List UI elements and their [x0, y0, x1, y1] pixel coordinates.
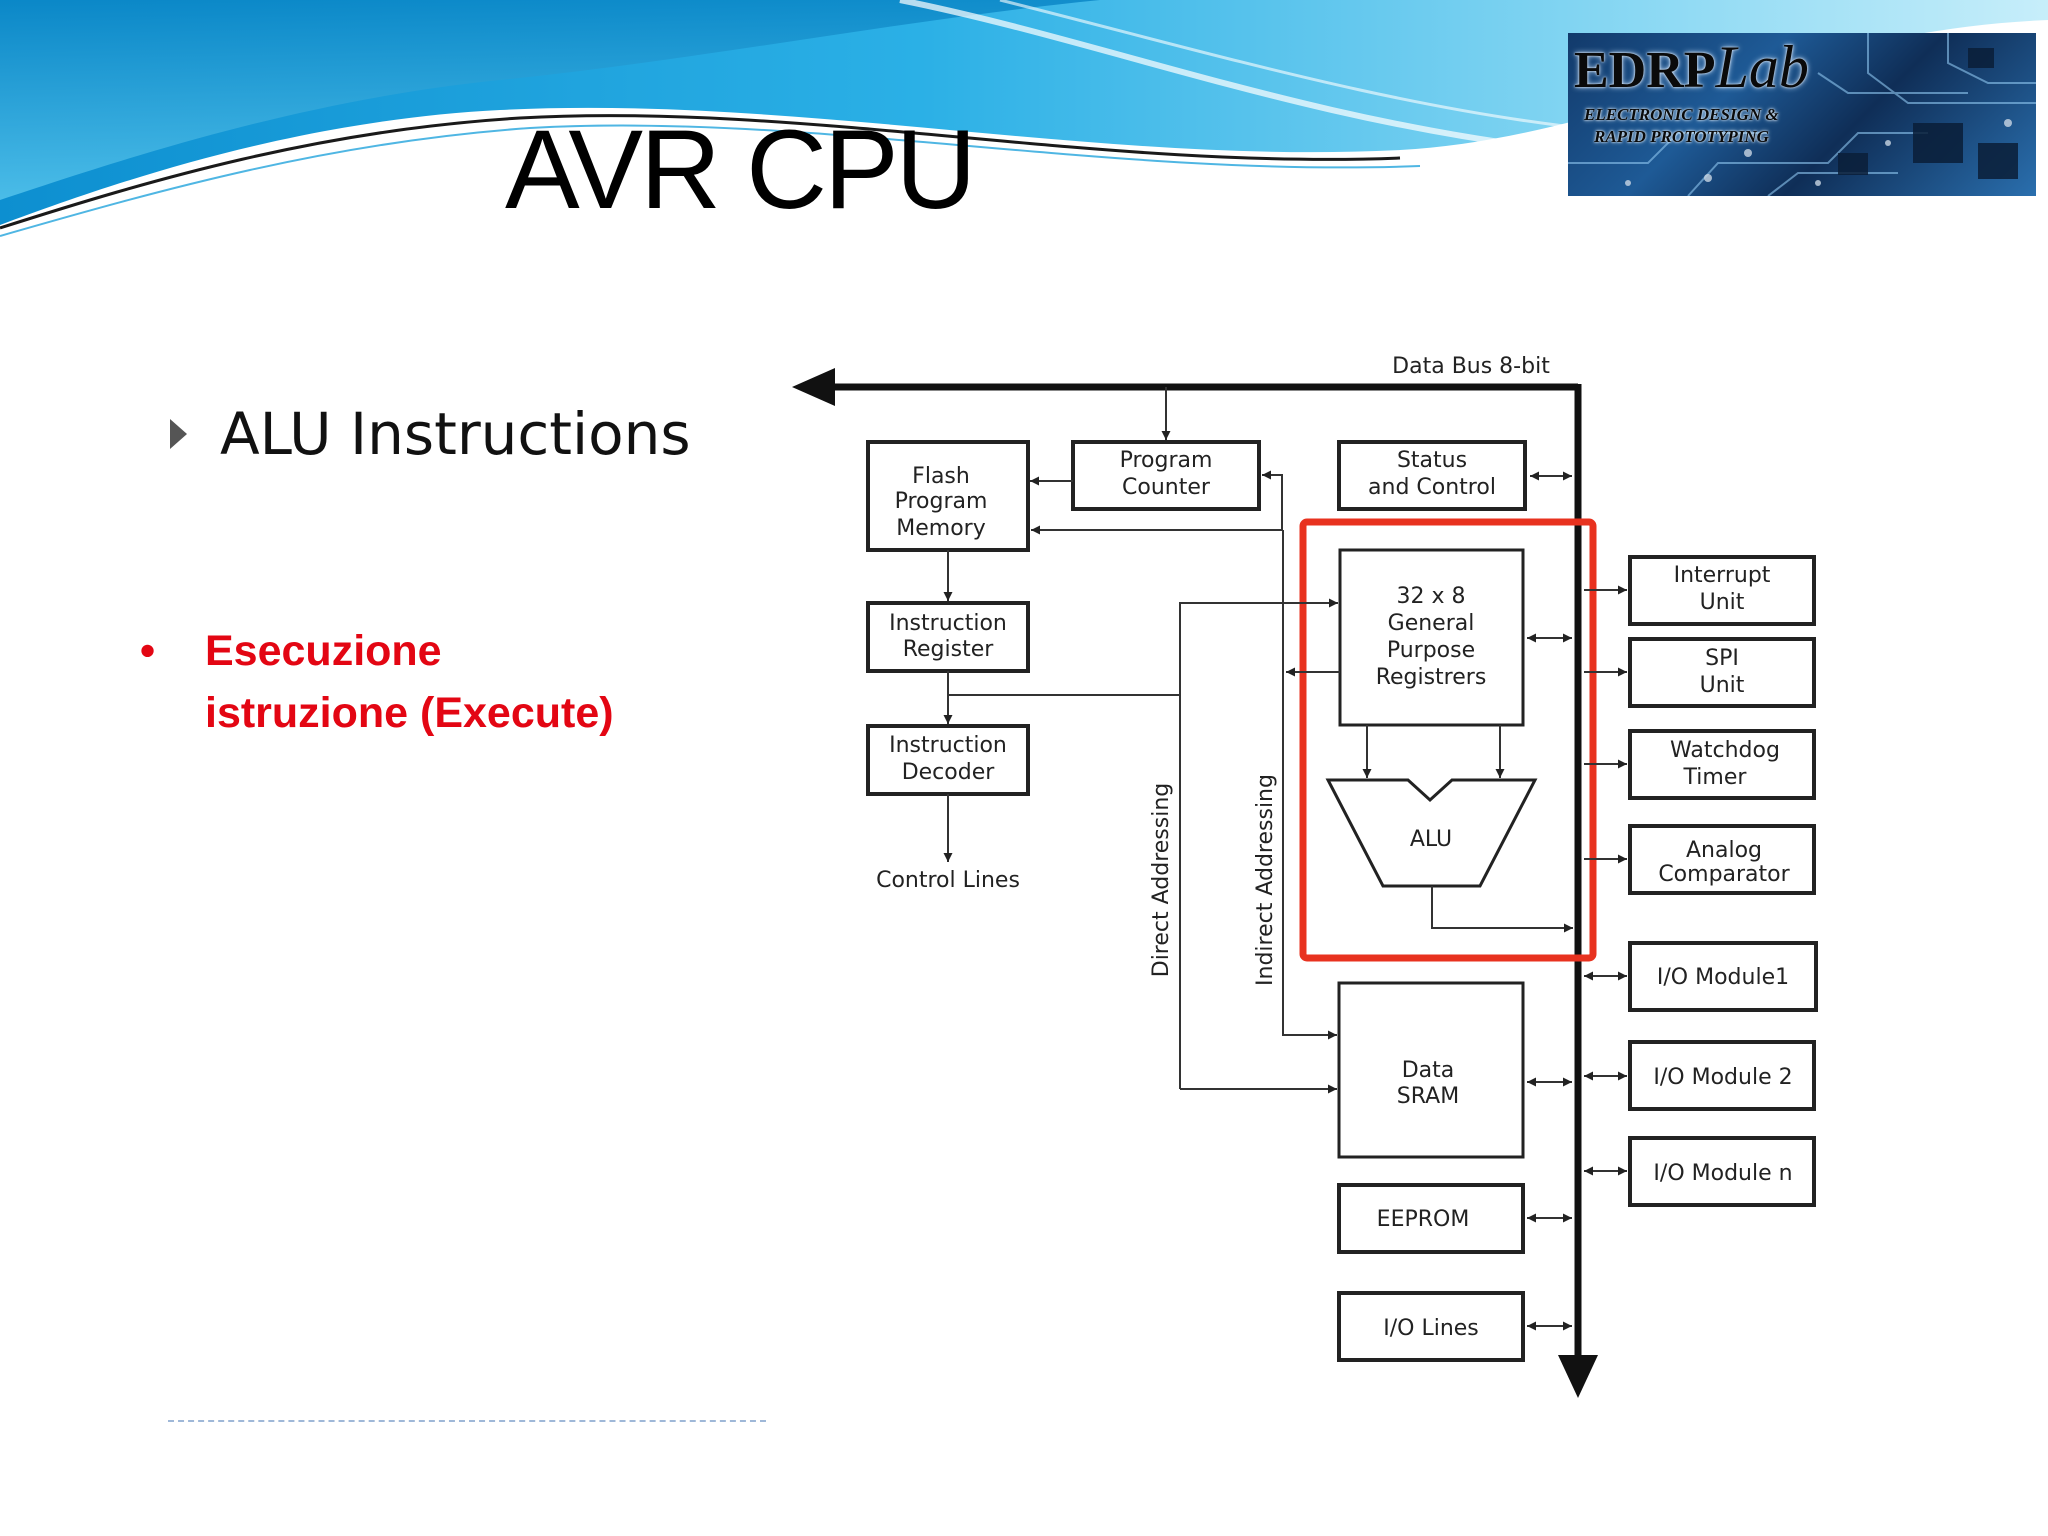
instruction-register-block: Instruction Register [866, 601, 1030, 673]
svg-text:EEPROM: EEPROM [1377, 1207, 1470, 1232]
flash-program-memory-block: Flash Program Memory [866, 440, 1030, 552]
bus-arrow-left-icon [792, 368, 835, 406]
header-wave-background [0, 0, 2048, 237]
svg-text:Memory: Memory [896, 516, 985, 541]
slide-title: AVR CPU [505, 107, 977, 232]
program-counter-block: Program Counter [1071, 440, 1261, 511]
status-and-control-block: Status and Control [1337, 440, 1527, 511]
control-lines-label: Control Lines [876, 868, 1020, 893]
io-module-n-block: I/O Module n [1628, 1136, 1816, 1207]
bullet-line-1: Esecuzione [205, 627, 442, 675]
svg-text:Instruction: Instruction [889, 733, 1007, 758]
indirect-addressing-label: Indirect Addressing [1253, 774, 1278, 986]
bus-arrow-down-icon [1558, 1355, 1598, 1398]
svg-text:Counter: Counter [1122, 475, 1211, 500]
svg-text:Decoder: Decoder [902, 760, 996, 785]
svg-text:Unit: Unit [1700, 590, 1745, 615]
instruction-decoder-block: Instruction Decoder [866, 724, 1030, 796]
io-module1-block: I/O Module1 [1628, 941, 1818, 1012]
svg-text:Flash: Flash [912, 464, 970, 489]
svg-text:Purpose: Purpose [1387, 638, 1475, 663]
edrplab-logo: EDRPLab ELECTRONIC DESIGN & RAPID PROTOT… [1568, 33, 2036, 196]
svg-text:I/O Module1: I/O Module1 [1657, 965, 1789, 990]
spi-unit-block: SPI Unit [1628, 637, 1816, 708]
svg-text:Interrupt: Interrupt [1674, 563, 1771, 588]
general-purpose-registers-block: 32 x 8 General Purpose Registrers [1338, 548, 1525, 727]
bullet-dot-icon: • [140, 627, 156, 675]
svg-text:ALU: ALU [1410, 827, 1452, 852]
svg-text:Status: Status [1397, 448, 1467, 473]
data-sram-block: Data SRAM [1337, 981, 1525, 1159]
svg-text:SPI: SPI [1705, 646, 1739, 671]
svg-text:Program: Program [1120, 448, 1213, 473]
bullet-text: Esecuzione istruzione (Execute) [205, 620, 705, 744]
data-bus-label: Data Bus 8-bit [1392, 354, 1550, 379]
circuit-board-icon [1568, 33, 2036, 196]
svg-text:Registrers: Registrers [1376, 665, 1487, 690]
footer-dashed-divider [168, 1420, 766, 1422]
triangle-right-icon [170, 419, 187, 449]
svg-text:Unit: Unit [1700, 673, 1745, 698]
svg-text:Instruction: Instruction [889, 611, 1007, 636]
svg-text:Data: Data [1402, 1058, 1455, 1083]
direct-addressing-label: Direct Addressing [1149, 783, 1174, 978]
svg-text:SRAM: SRAM [1397, 1084, 1459, 1109]
alu-block: ALU [1325, 778, 1538, 888]
svg-text:General: General [1388, 611, 1475, 636]
io-lines-block: I/O Lines [1337, 1291, 1525, 1362]
svg-text:32 x 8: 32 x 8 [1397, 584, 1466, 609]
logo-subtitle-line2: RAPID PROTOTYPING [1594, 127, 1769, 146]
svg-text:Watchdog: Watchdog [1670, 738, 1780, 763]
connection-lines [943, 387, 1627, 1331]
svg-text:I/O Lines: I/O Lines [1383, 1316, 1479, 1341]
logo-subtitle-line1: ELECTRONIC DESIGN & [1584, 105, 1779, 124]
svg-text:I/O Module n: I/O Module n [1653, 1161, 1792, 1186]
bullet-line-2: istruzione (Execute) [205, 689, 614, 737]
logo-brand-text: EDRPLab [1574, 34, 1809, 100]
svg-text:and Control: and Control [1368, 475, 1496, 500]
analog-comparator-block: Analog Comparator [1628, 824, 1816, 895]
io-module2-block: I/O Module 2 [1628, 1040, 1816, 1111]
eeprom-block: EEPROM [1337, 1183, 1525, 1254]
svg-text:Analog: Analog [1686, 838, 1762, 863]
watchdog-timer-block: Watchdog Timer [1628, 729, 1816, 800]
svg-text:Program: Program [895, 489, 988, 514]
section-heading: ALU Instructions [170, 400, 691, 468]
alu-highlight-frame [1299, 518, 1597, 962]
svg-text:I/O Module 2: I/O Module 2 [1653, 1065, 1792, 1090]
svg-text:Register: Register [903, 637, 995, 662]
section-heading-text: ALU Instructions [220, 400, 691, 468]
data-bus [792, 368, 1598, 1398]
interrupt-unit-block: Interrupt Unit [1628, 555, 1816, 626]
svg-text:Timer: Timer [1683, 765, 1748, 790]
svg-text:Comparator: Comparator [1658, 862, 1790, 887]
